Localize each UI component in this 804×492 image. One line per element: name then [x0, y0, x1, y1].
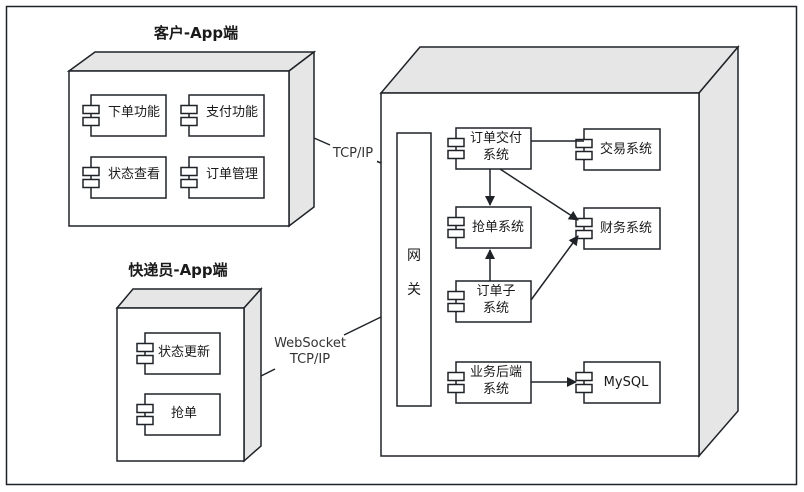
component-order-placing-label: 下单功能	[107, 105, 160, 120]
component-icon	[447, 137, 465, 160]
courier-node-title: 快递员-App端	[128, 261, 228, 279]
component-status-update-label: 状态更新	[157, 345, 210, 360]
gateway-label-line1: 网	[407, 248, 421, 264]
component-order-sub-box	[455, 280, 532, 323]
component-grab-order-box	[144, 393, 221, 436]
component-order-management[interactable]	[180, 156, 265, 199]
component-status-update-box	[144, 332, 221, 375]
component-trade-box	[583, 128, 661, 171]
customer-node[interactable]	[66, 50, 317, 228]
customer-node-top-face	[66, 51, 317, 72]
component-icon	[575, 138, 593, 161]
server-node[interactable]	[379, 44, 740, 459]
component-icon	[180, 166, 198, 189]
component-grab-system-label: 抢单系统	[471, 220, 524, 235]
component-order-placing-box	[90, 94, 167, 137]
component-order-delivery-label-line1: 订单交付	[469, 131, 522, 146]
component-finance[interactable]	[575, 207, 661, 250]
component-trade-label: 交易系统	[599, 142, 652, 157]
component-status-view-label: 状态查看	[107, 167, 160, 182]
courier-node-top-face	[115, 288, 263, 309]
component-business-backend[interactable]	[447, 361, 532, 404]
component-mysql-box	[583, 361, 661, 404]
component-order-management-box	[188, 156, 265, 199]
customer-node-side-face	[288, 50, 315, 228]
gateway-box[interactable]	[396, 132, 432, 407]
component-status-view[interactable]	[82, 156, 167, 199]
component-order-placing[interactable]	[82, 94, 167, 137]
component-mysql[interactable]	[575, 361, 661, 404]
courier-node-side-face	[243, 287, 262, 463]
component-order-management-label: 订单管理	[205, 167, 258, 182]
component-icon	[575, 371, 593, 394]
component-order-delivery-label-line2: 系统	[482, 148, 509, 163]
component-grab-order[interactable]	[136, 393, 221, 436]
component-finance-label: 财务系统	[599, 221, 652, 236]
component-grab-system[interactable]	[447, 206, 532, 249]
component-order-sub-label-line2: 系统	[482, 301, 509, 316]
component-status-view-box	[90, 156, 167, 199]
component-order-sub-label-line1: 订单子	[476, 284, 516, 299]
customer-connection-label: TCP/IP	[329, 146, 377, 162]
courier-server-link-b[interactable]	[260, 368, 276, 377]
courier-node-front-face	[116, 307, 245, 462]
component-grab-order-label: 抢单	[170, 406, 197, 421]
component-icon	[575, 217, 593, 240]
gateway-label-line2: 关	[407, 282, 421, 298]
component-grab-system-box	[455, 206, 532, 249]
component-icon	[136, 403, 154, 426]
customer-server-link-a[interactable]	[313, 137, 331, 146]
component-icon	[447, 371, 465, 394]
component-icon	[447, 290, 465, 313]
component-icon	[82, 104, 100, 127]
courier-connection-label-line1: WebSocket	[273, 336, 347, 352]
component-business-backend-label-line1: 业务后端	[469, 365, 522, 380]
component-payment-box	[188, 94, 265, 137]
customer-node-title: 客户-App端	[153, 24, 239, 42]
component-business-backend-label-line2: 系统	[482, 382, 509, 397]
component-finance-box	[583, 207, 661, 250]
component-mysql-label: MySQL	[603, 375, 649, 390]
component-icon	[447, 216, 465, 239]
component-payment[interactable]	[180, 94, 265, 137]
component-payment-label: 支付功能	[205, 105, 258, 120]
component-icon	[136, 342, 154, 365]
server-node-side-face	[698, 44, 739, 459]
courier-server-link-a[interactable]	[343, 316, 382, 336]
component-order-sub[interactable]	[447, 280, 532, 323]
courier-connection-label-line2: TCP/IP	[273, 352, 347, 368]
component-status-update[interactable]	[136, 332, 221, 375]
component-icon	[180, 104, 198, 127]
component-trade[interactable]	[575, 128, 661, 171]
edge-order-delivery-to-finance[interactable]	[499, 168, 579, 221]
component-icon	[82, 166, 100, 189]
server-node-top-face	[379, 46, 740, 94]
component-order-delivery[interactable]	[447, 127, 532, 170]
component-order-delivery-box	[455, 127, 532, 170]
edge-order-sub-to-finance[interactable]	[530, 235, 579, 301]
